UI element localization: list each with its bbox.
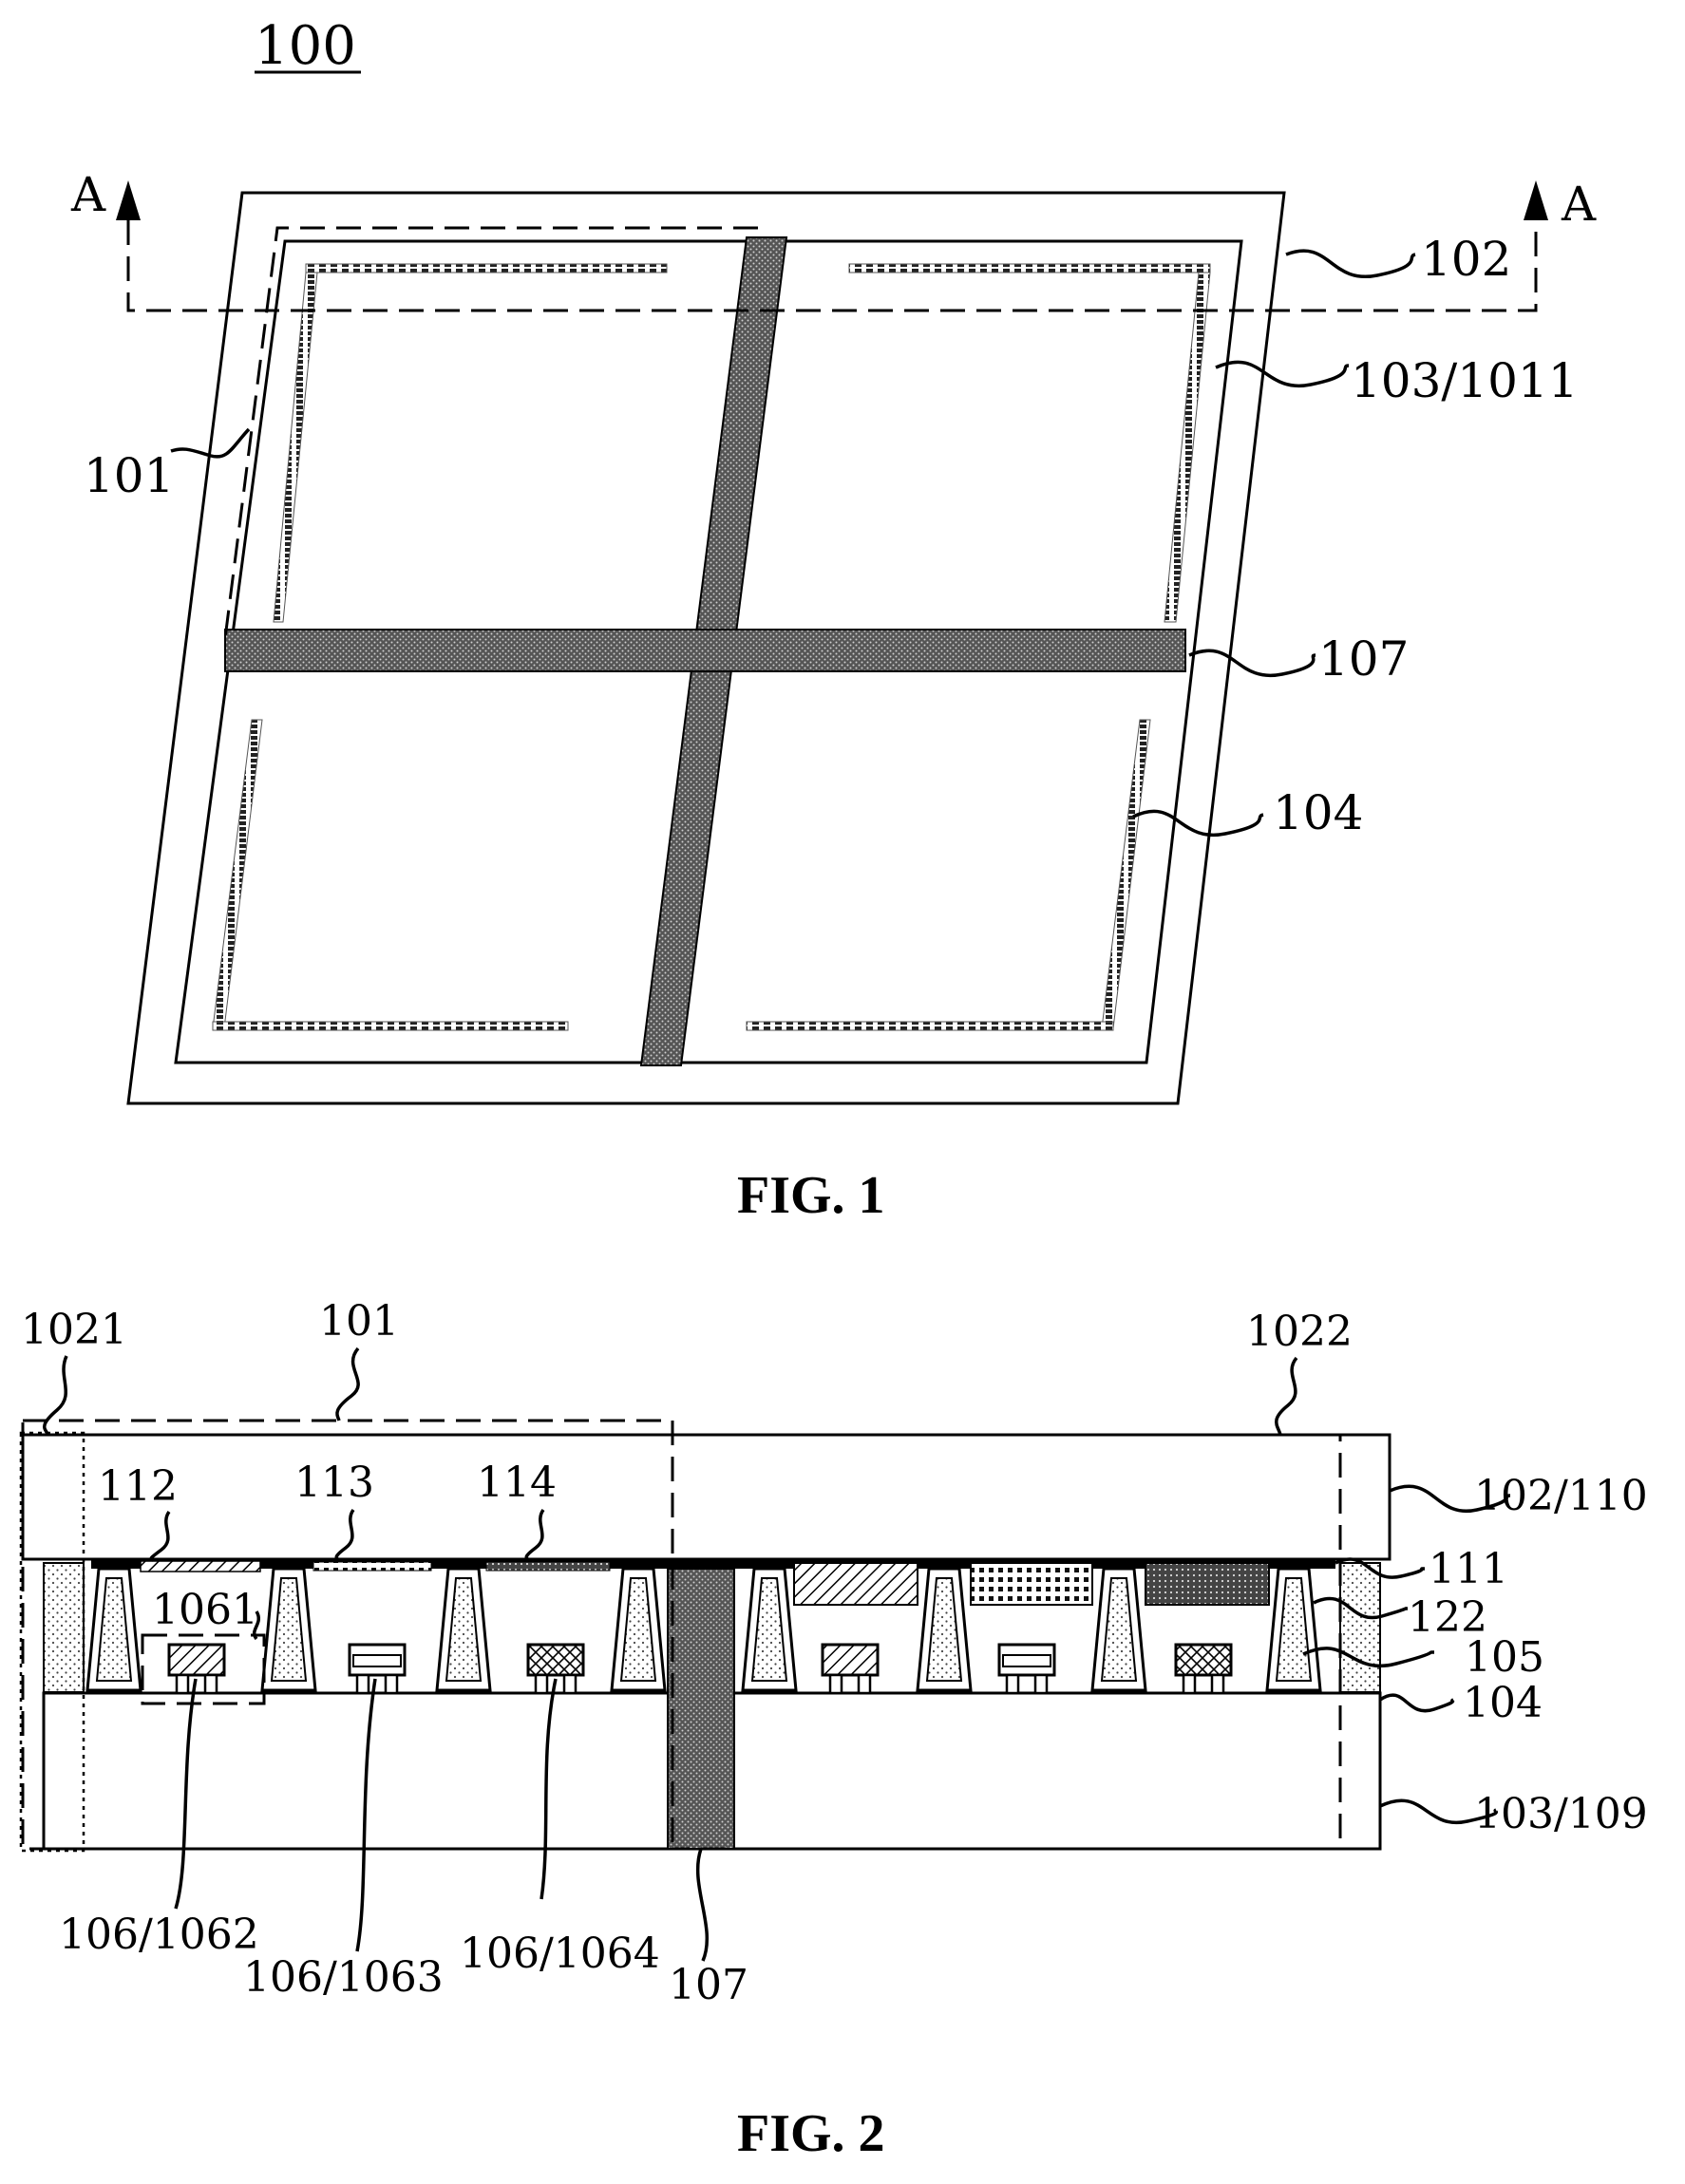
svg-text:100: 100 xyxy=(255,15,356,77)
fig2-caption: FIG. 2 xyxy=(737,2104,885,2163)
led-1064-right xyxy=(1176,1645,1231,1693)
label-102: 102 xyxy=(1421,232,1511,287)
label-106-1062: 106/1062 xyxy=(59,1911,259,1959)
filter-113 xyxy=(313,1562,431,1571)
label-104: 104 xyxy=(1273,785,1363,840)
arrow-up-icon xyxy=(116,180,141,220)
filter-114 xyxy=(486,1562,610,1571)
label-1022: 1022 xyxy=(1246,1308,1353,1356)
top-substrate-110 xyxy=(23,1435,1390,1559)
spacer-strip-107-horizontal xyxy=(225,630,1185,671)
label-107: 107 xyxy=(1318,631,1409,687)
svg-text:A: A xyxy=(1561,177,1597,232)
label-112: 112 xyxy=(98,1462,178,1511)
label-1061: 1061 xyxy=(152,1586,258,1634)
filter-112-right xyxy=(794,1563,918,1605)
label-107: 107 xyxy=(669,1961,748,2009)
label-106-1063: 106/1063 xyxy=(243,1953,444,2002)
figure-number: 100 xyxy=(255,15,361,77)
filter-112 xyxy=(141,1561,260,1572)
label-101: 101 xyxy=(84,448,174,503)
label-113: 113 xyxy=(294,1459,374,1507)
led-1063 xyxy=(350,1645,405,1693)
fig1-plan-view: A A 102 103/1011 101 107 104 FIG. 1 xyxy=(70,167,1597,1225)
fig1-caption: FIG. 1 xyxy=(737,1166,885,1225)
label-114: 114 xyxy=(477,1459,557,1507)
label-102-110: 102/110 xyxy=(1474,1472,1648,1520)
led-1062-right xyxy=(823,1645,878,1693)
svg-text:A: A xyxy=(70,167,106,222)
led-1062 xyxy=(169,1645,224,1693)
label-1021: 1021 xyxy=(21,1306,127,1354)
section-line-a-a: A A xyxy=(70,167,1597,311)
led-1063-right xyxy=(999,1645,1054,1693)
label-104: 104 xyxy=(1463,1679,1543,1727)
label-103-109: 103/109 xyxy=(1474,1790,1648,1838)
label-111: 111 xyxy=(1429,1545,1508,1593)
arrow-up-icon xyxy=(1524,180,1548,220)
spacer-107-column xyxy=(668,1569,734,1849)
sealant-104-left xyxy=(44,1563,84,1692)
label-101: 101 xyxy=(319,1297,399,1346)
label-105: 105 xyxy=(1465,1633,1544,1682)
label-106-1064: 106/1064 xyxy=(460,1930,660,1978)
label-103-1011: 103/1011 xyxy=(1351,353,1579,408)
filter-113-right xyxy=(971,1563,1092,1605)
sealant-104-right xyxy=(1340,1563,1380,1692)
fig2-cross-section: 1021 101 1022 112 113 114 1061 102/110 1… xyxy=(21,1297,1648,2163)
filter-114-right xyxy=(1145,1563,1269,1605)
